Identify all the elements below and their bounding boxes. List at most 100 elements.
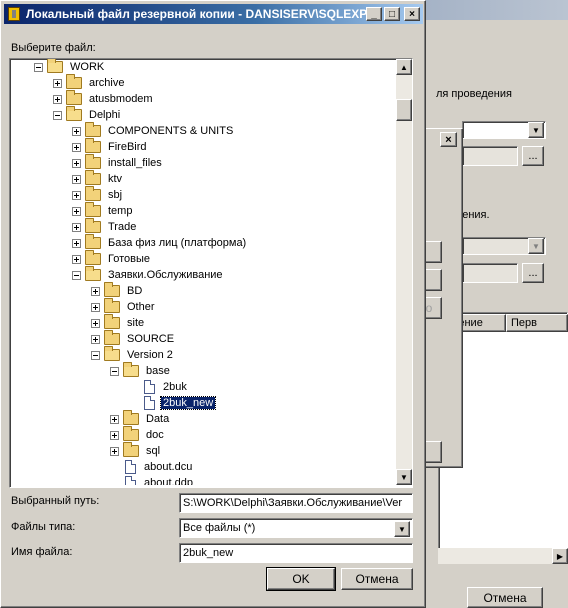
- tree-folder-item[interactable]: Version 2: [91, 346, 175, 363]
- minimize-icon[interactable]: _: [366, 7, 382, 21]
- tree-file-item[interactable]: 2buk_new: [129, 395, 217, 411]
- background-field: [462, 146, 518, 166]
- expand-icon[interactable]: [72, 222, 81, 232]
- expand-icon[interactable]: [72, 254, 81, 264]
- tree-folder-item[interactable]: sbj: [72, 186, 124, 203]
- tree-item-label: base: [146, 365, 170, 377]
- expand-icon[interactable]: [72, 206, 81, 216]
- expand-icon[interactable]: [110, 414, 119, 424]
- tree-folder-item[interactable]: temp: [72, 202, 134, 219]
- expand-icon[interactable]: [53, 94, 62, 104]
- tree-item-label: install_files: [108, 157, 162, 169]
- file-type-combo[interactable]: Все файлы (*) ▼: [179, 518, 413, 538]
- tree-item-label: Data: [146, 413, 170, 425]
- background-cancel-button[interactable]: Отмена: [467, 587, 543, 608]
- tree-folder-item[interactable]: atusbmodem: [53, 90, 155, 107]
- background-field-2: [462, 263, 518, 283]
- collapse-icon[interactable]: [72, 270, 81, 280]
- tree-file-item[interactable]: about.ddp: [110, 475, 195, 485]
- tree-file-item[interactable]: 2buk: [129, 379, 189, 395]
- collapse-icon[interactable]: [53, 110, 62, 120]
- tree-folder-item[interactable]: base: [110, 362, 172, 379]
- tree-folder-item[interactable]: site: [91, 314, 146, 331]
- tree-item-label: Delphi: [89, 109, 121, 121]
- tree-folder-item[interactable]: archive: [53, 74, 126, 91]
- tree-folder-item[interactable]: install_files: [72, 154, 164, 171]
- tree-item-label: archive: [89, 77, 125, 89]
- combo-arrow-icon[interactable]: ▼: [394, 521, 410, 537]
- maximize-icon[interactable]: □: [384, 7, 400, 21]
- expand-icon[interactable]: [72, 142, 81, 152]
- expand-icon[interactable]: [110, 430, 119, 440]
- folder-icon: [85, 234, 101, 249]
- selected-path-field[interactable]: S:\WORK\Delphi\Заявки.Обслуживание\Ver: [179, 493, 413, 513]
- tree-item-label: BD: [127, 285, 143, 297]
- tree-folder-item[interactable]: Other: [91, 298, 157, 315]
- background-combo[interactable]: ▼: [462, 121, 546, 139]
- expand-icon[interactable]: [91, 334, 100, 344]
- background-browse-button[interactable]: ...: [522, 146, 544, 166]
- tree-folder-item[interactable]: Delphi: [53, 106, 122, 123]
- ok-button[interactable]: OK: [266, 567, 336, 591]
- expand-icon[interactable]: [72, 174, 81, 184]
- tree-item-label: atusbmodem: [89, 93, 153, 105]
- tree-folder-item[interactable]: SOURCE: [91, 330, 176, 347]
- expand-icon[interactable]: [72, 238, 81, 248]
- expand-icon[interactable]: [53, 78, 62, 88]
- background-text-conduct: ля проведения: [436, 88, 512, 100]
- cancel-button[interactable]: Отмена: [341, 568, 413, 590]
- background-hscroll[interactable]: ▶: [438, 548, 568, 564]
- tree-item-label: Заявки.Обслуживание: [108, 269, 223, 281]
- tree-folder-item[interactable]: Готовые: [72, 250, 152, 267]
- collapse-icon[interactable]: [91, 350, 100, 360]
- collapse-icon[interactable]: [34, 62, 43, 72]
- folder-open-icon: [85, 266, 101, 281]
- tree-folder-item[interactable]: Заявки.Обслуживание: [72, 266, 225, 283]
- tree-item-label: Trade: [108, 221, 137, 233]
- tree-folder-item[interactable]: doc: [110, 426, 166, 443]
- tree-folder-item[interactable]: ktv: [72, 170, 124, 187]
- expand-icon[interactable]: [72, 158, 81, 168]
- collapse-icon[interactable]: [110, 366, 119, 376]
- expand-icon[interactable]: [91, 302, 100, 312]
- tree-folder-item[interactable]: WORK: [34, 59, 106, 75]
- title-bar[interactable]: Локальный файл резервной копии - DANSISE…: [4, 4, 423, 24]
- tree-folder-item[interactable]: Data: [110, 410, 171, 427]
- background-combo-arrow-icon[interactable]: ▼: [528, 122, 544, 138]
- scroll-thumb[interactable]: [396, 99, 412, 121]
- folder-icon: [123, 442, 139, 457]
- scroll-right-icon[interactable]: ▶: [552, 548, 568, 564]
- folder-icon: [104, 282, 120, 297]
- expand-icon[interactable]: [91, 286, 100, 296]
- tree-item-label: about.ddp: [144, 477, 193, 485]
- expand-icon[interactable]: [91, 318, 100, 328]
- expand-icon[interactable]: [72, 190, 81, 200]
- tree-folder-item[interactable]: База физ лиц (платформа): [72, 234, 248, 251]
- tree-folder-item[interactable]: FireBird: [72, 138, 149, 155]
- tree-vertical-scrollbar[interactable]: ▲ ▼: [396, 59, 412, 485]
- scroll-down-icon[interactable]: ▼: [396, 469, 412, 485]
- scroll-up-icon[interactable]: ▲: [396, 59, 412, 75]
- tree-folder-item[interactable]: Trade: [72, 218, 138, 235]
- tree-folder-item[interactable]: COMPONENTS & UNITS: [72, 122, 235, 139]
- folder-icon: [85, 250, 101, 265]
- background-browse-button-2[interactable]: ...: [522, 263, 544, 283]
- expand-icon[interactable]: [110, 446, 119, 456]
- file-name-input[interactable]: 2buk_new: [179, 543, 413, 563]
- folder-icon: [85, 122, 101, 137]
- middle-dialog-close-icon[interactable]: ×: [440, 132, 457, 147]
- background-col-first[interactable]: Перв: [506, 314, 568, 332]
- expand-icon[interactable]: [72, 126, 81, 136]
- tree-item-label: sql: [146, 445, 161, 457]
- file-type-label: Файлы типа:: [11, 521, 76, 533]
- tree-folder-item[interactable]: sql: [110, 442, 162, 459]
- folder-icon: [66, 90, 82, 105]
- folder-open-icon: [47, 59, 63, 73]
- close-icon[interactable]: ×: [404, 7, 420, 21]
- folder-open-icon: [66, 106, 82, 121]
- tree-file-item[interactable]: about.dcu: [110, 459, 194, 475]
- tree-folder-item[interactable]: BD: [91, 282, 144, 299]
- file-icon: [144, 380, 155, 394]
